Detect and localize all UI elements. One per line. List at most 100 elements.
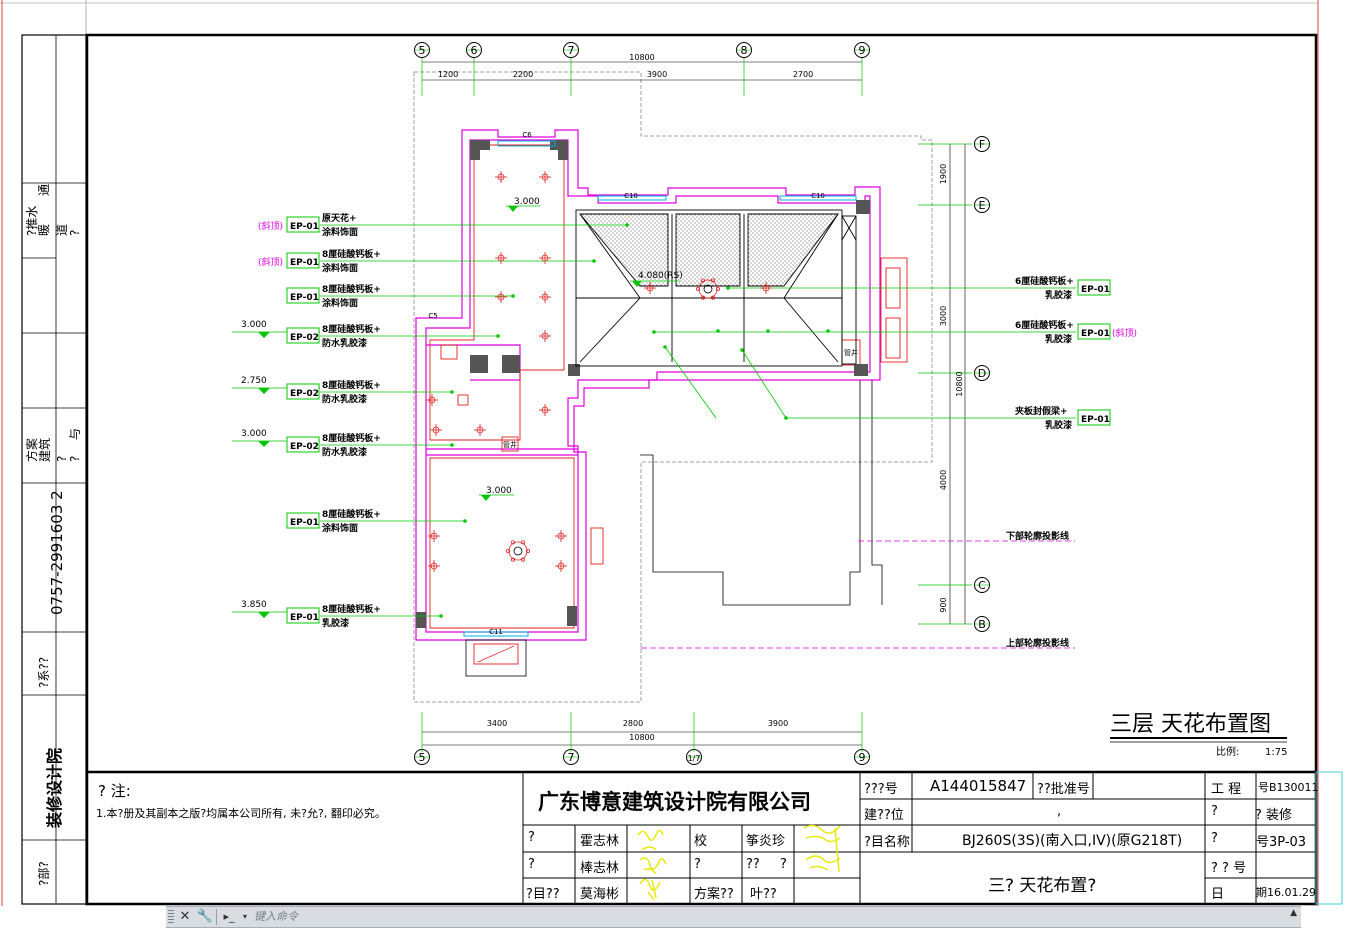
callout-right-3[interactable]: 夹板封假梁+ 乳胶漆 EP-01	[1015, 405, 1111, 431]
designer: 霍志林	[580, 834, 620, 849]
sidebar-label-2: 通	[37, 184, 51, 196]
chevron-down-icon[interactable]: ▾	[242, 912, 247, 921]
leader-dot	[740, 348, 744, 352]
downlight-icon	[428, 530, 440, 542]
grip-handle[interactable]	[168, 910, 174, 924]
projection-upper-label: 上部轮廓投影线	[1006, 637, 1069, 649]
downlight-icon	[426, 394, 438, 406]
chandelier-icon	[696, 278, 721, 300]
grid-bubble-right-label: F	[979, 138, 985, 151]
draw-label: ?	[528, 857, 535, 872]
sidebar-label-5: ?	[68, 230, 82, 236]
command-input[interactable]	[254, 908, 1104, 924]
sidebar-label-6: 方案	[24, 438, 39, 462]
downlight-icon	[539, 171, 551, 183]
command-bar: ✕ 🔧 ▸_ ▾ ▲	[166, 906, 1301, 928]
callout-line1: 8厘硅酸钙板+	[322, 283, 381, 295]
dim-bottom-3: 3900	[768, 719, 788, 728]
callout-line2: 乳胶漆	[322, 617, 349, 629]
callout-code: EP-02	[290, 389, 319, 399]
drawing-no: 号3P-03	[1256, 835, 1307, 850]
scheme-label: 方案??	[694, 887, 734, 902]
review-label: ?	[694, 857, 701, 872]
leader-dot	[511, 294, 515, 298]
project-no-label: 工 程	[1211, 782, 1242, 797]
grid-bubble-top-label: 5	[419, 44, 426, 57]
callout-code: EP-01	[1081, 415, 1110, 425]
reg-no-label: ???号	[864, 782, 898, 797]
drafter: 棒志林	[580, 861, 620, 876]
close-icon[interactable]: ✕	[179, 909, 191, 924]
downlight-icon	[760, 282, 772, 294]
callout-line2: 乳胶漆	[1045, 333, 1072, 345]
sidebar-label-8: ?	[55, 456, 69, 462]
sidebar-label-1: ?推水	[25, 206, 39, 236]
dim-bottom-total: 10800	[629, 733, 654, 742]
major-label: ?	[1211, 804, 1218, 819]
checker: 筝炎珍	[746, 834, 786, 849]
date-label: 日	[1211, 887, 1225, 902]
grid-bubble-top-3: 7	[563, 42, 579, 58]
leader-dot	[652, 330, 656, 334]
scheme-lead: 叶??	[750, 887, 777, 902]
grid-bubble-bottom-1: 5	[414, 749, 430, 765]
grid-bubble-top-label: 6	[471, 44, 478, 57]
callout-code: EP-01	[1081, 285, 1110, 295]
leader-line	[664, 346, 717, 419]
approval-label: ??批准号	[1037, 782, 1090, 797]
notes-text: 1.本?册及其副本之版?均属本公司所有, 未?允?, 翻印必究。	[96, 807, 386, 820]
reviewer: ??	[746, 857, 760, 872]
wrench-icon[interactable]: 🔧	[196, 909, 214, 924]
dim-bottom-2: 2800	[623, 719, 643, 728]
callout-code: EP-01	[290, 222, 319, 232]
elevation-arrow	[258, 612, 270, 618]
callout-line2: 乳胶漆	[1045, 289, 1072, 301]
dim-top-3: 3900	[647, 70, 667, 79]
reviewer-extra: ?	[780, 857, 787, 872]
downlight-icon	[539, 252, 551, 264]
grid-bubble-right-3: D	[974, 365, 990, 381]
grid-bubble-bottom-4: 9	[854, 749, 870, 765]
dim-top-total: 10800	[629, 53, 654, 62]
dim-top-2: 2200	[513, 70, 533, 79]
dim-top-4: 2700	[793, 70, 813, 79]
callout-code: EP-02	[290, 333, 319, 343]
project-lead-label: ?目??	[526, 887, 560, 902]
dim-right-4: 900	[939, 597, 948, 612]
window-tag-1: C6	[522, 131, 532, 139]
callout-tag: (斜顶)	[1112, 327, 1137, 339]
command-prompt-icon[interactable]: ▸_	[223, 910, 235, 923]
callout-line1: 6厘硅酸钙板+	[1015, 275, 1074, 287]
project-label: ?目名称	[864, 835, 910, 850]
grid-bubble-right-label: B	[978, 618, 986, 631]
sidebar-contact: ?系??	[37, 657, 51, 688]
callout-tag: 3.000	[241, 320, 267, 330]
sidebar-institute: 装修设计院	[45, 748, 64, 829]
sidebar-phone: 0757-2991603 2	[48, 490, 66, 615]
callout-line1: 夹板封假梁+	[1015, 405, 1068, 417]
elevation-arrow	[258, 388, 270, 394]
drawing-name: 三? 天花布置?	[988, 876, 1097, 896]
chevron-up-icon[interactable]: ▲	[1290, 908, 1297, 918]
callout-right-1[interactable]: 6厘硅酸钙板+ 乳胶漆 EP-01	[1015, 275, 1111, 301]
client-value: ,	[1057, 804, 1062, 819]
dim-bottom-1: 3400	[487, 719, 507, 728]
grid-bubble-right-label: E	[979, 199, 986, 212]
project-no: 号B130011	[1258, 781, 1319, 794]
notes-heading: ? 注:	[98, 782, 131, 800]
callout-tag: 3.000	[241, 429, 267, 439]
grid-bubble-right-5: B	[974, 616, 990, 632]
callout-line2: 乳胶漆	[1045, 419, 1072, 431]
drawing-no-label: ?	[1211, 831, 1218, 846]
